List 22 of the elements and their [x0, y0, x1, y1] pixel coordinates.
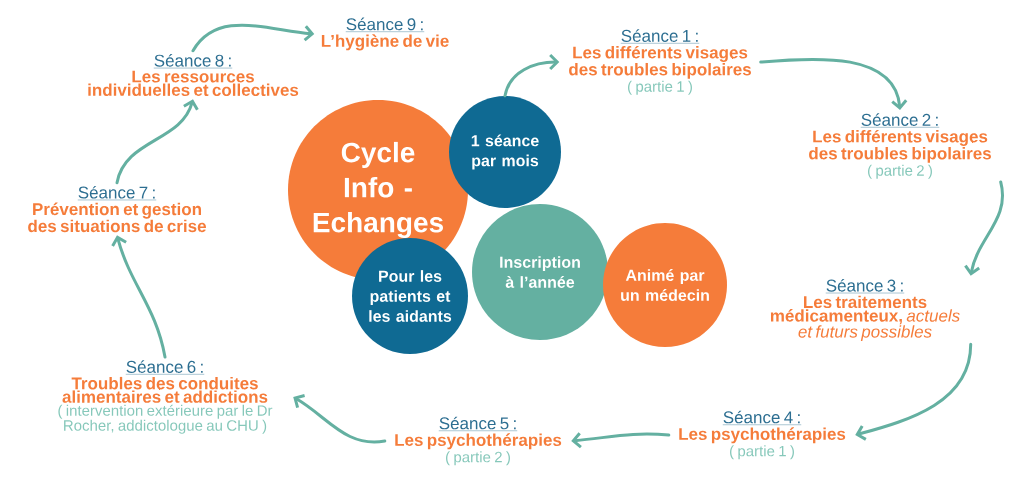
session-text: Séance 3 : Les traitements médicamenteux, actuels et futurs possibles [770, 278, 960, 342]
arrow [571, 432, 671, 449]
session-text: Séance 9 : L’hygiène de vie [321, 17, 449, 51]
session-text: Séance 2 : Les différents visages des troubles bipolaires ( partie 2 ) [809, 113, 991, 179]
arrow [115, 99, 199, 185]
circle-bubble: Pour les patients et les aidants [352, 238, 468, 354]
arrow [964, 180, 1004, 276]
arrow [293, 394, 387, 444]
arrow [759, 57, 908, 110]
circle-bubble: Inscription à l’année [472, 204, 608, 340]
session-text: Séance 5 : Les psychothérapies ( partie 2 ) [395, 416, 562, 466]
arrow [855, 342, 973, 441]
session-text: Séance 7 : Prévention et gestion des situations de crise [28, 185, 206, 233]
circle-bubble: 1 séance par mois [449, 96, 561, 208]
arrow [191, 23, 315, 53]
circle-bubble: Animé par un médecin [603, 223, 727, 347]
session-text: Séance 8 : Les ressources individuelles et collectives [88, 54, 299, 96]
arrow [111, 235, 167, 359]
session-text: Séance 6 : Troubles des conduites alimentaires et addictions ( intervention extérieure par le Dr Rocher, addictologue au CHU ) [58, 360, 273, 434]
session-text: Séance 1 : Les différents visages des troubles bipolaires ( partie 1 ) [569, 29, 751, 95]
arrow [503, 53, 560, 98]
session-text: Séance 4 : Les psychothérapies ( partie 1 ) [679, 410, 846, 460]
